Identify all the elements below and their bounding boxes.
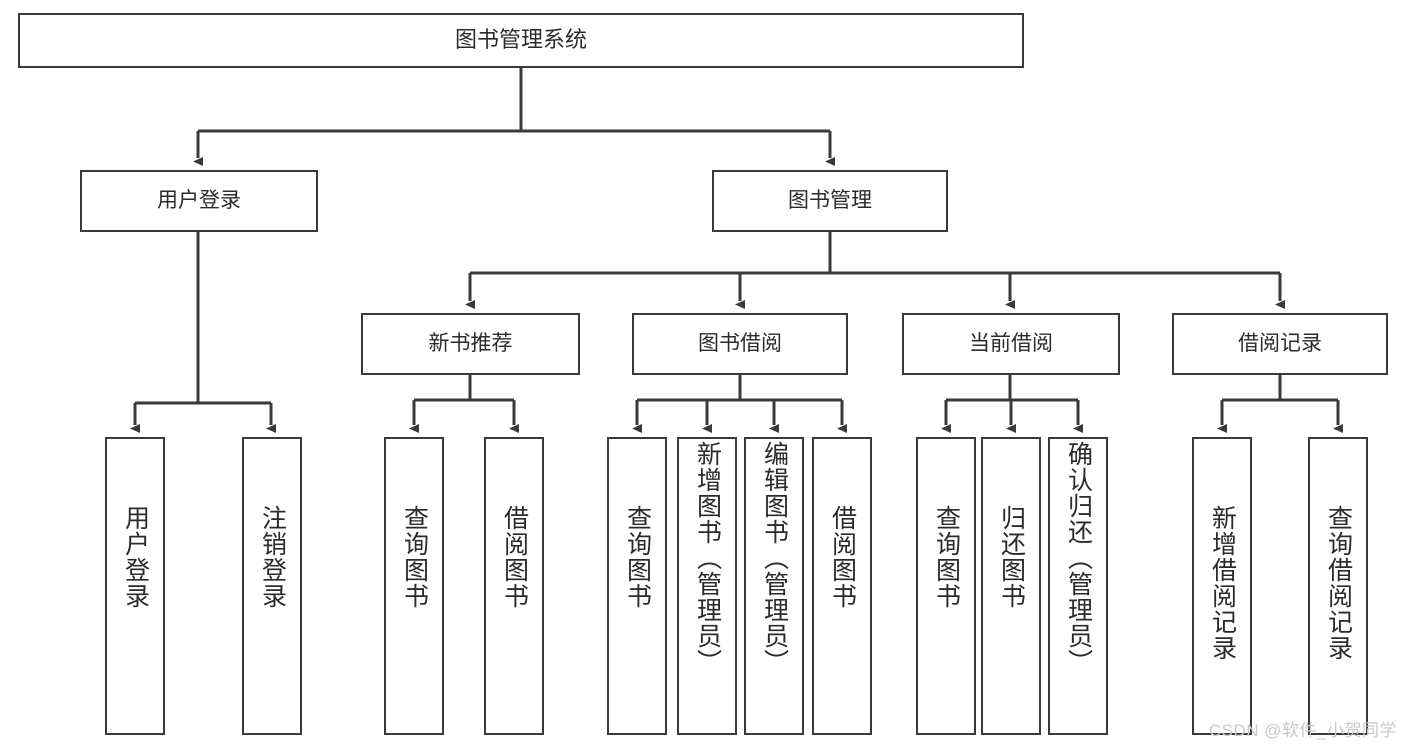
node-book-manage[interactable]: 图书管理: [712, 170, 948, 232]
node-leaf-borrow-book-label: 借阅图书: [828, 505, 857, 609]
node-leaf-add-book-label: 新增图书（管理员）: [693, 441, 722, 675]
node-root-system-label: 图书管理系统: [454, 27, 587, 53]
node-leaf-borrow-book-recommend-label: 借阅图书: [500, 505, 529, 609]
node-leaf-return-book[interactable]: 归还图书: [981, 437, 1041, 735]
node-book-manage-label: 图书管理: [788, 189, 872, 213]
node-leaf-confirm-return[interactable]: 确认归还（管理员）: [1048, 437, 1108, 735]
node-leaf-query-book-current-label: 查询图书: [932, 505, 961, 609]
node-leaf-edit-book-label: 编辑图书（管理员）: [760, 441, 789, 675]
node-user-login-label: 用户登录: [157, 189, 241, 213]
node-current-borrow-label: 当前借阅: [969, 332, 1053, 356]
node-user-login[interactable]: 用户登录: [80, 170, 318, 232]
node-leaf-return-book-label: 归还图书: [997, 505, 1026, 609]
node-borrow-record-label: 借阅记录: [1238, 332, 1322, 356]
node-leaf-borrow-book-recommend[interactable]: 借阅图书: [484, 437, 544, 735]
node-book-borrow-label: 图书借阅: [698, 332, 782, 356]
node-root-system[interactable]: 图书管理系统: [18, 13, 1024, 68]
node-leaf-add-book[interactable]: 新增图书（管理员）: [677, 437, 737, 735]
node-current-borrow[interactable]: 当前借阅: [902, 313, 1120, 375]
node-leaf-add-borrow-record[interactable]: 新增借阅记录: [1192, 437, 1252, 735]
node-leaf-logout[interactable]: 注销登录: [242, 437, 302, 735]
node-leaf-query-book-borrow[interactable]: 查询图书: [607, 437, 667, 735]
node-leaf-logout-label: 注销登录: [258, 505, 287, 609]
node-leaf-query-book-recommend-label: 查询图书: [400, 505, 429, 609]
node-leaf-query-book-recommend[interactable]: 查询图书: [384, 437, 444, 735]
node-leaf-edit-book[interactable]: 编辑图书（管理员）: [744, 437, 804, 735]
node-new-book-recommend[interactable]: 新书推荐: [361, 313, 580, 375]
node-leaf-query-book-current[interactable]: 查询图书: [916, 437, 976, 735]
node-leaf-borrow-book[interactable]: 借阅图书: [812, 437, 872, 735]
node-new-book-recommend-label: 新书推荐: [428, 332, 513, 356]
node-leaf-query-borrow-record[interactable]: 查询借阅记录: [1308, 437, 1368, 735]
node-leaf-user-login[interactable]: 用户登录: [105, 437, 165, 735]
node-book-borrow[interactable]: 图书借阅: [632, 313, 848, 375]
node-borrow-record[interactable]: 借阅记录: [1172, 313, 1388, 375]
node-leaf-confirm-return-label: 确认归还（管理员）: [1064, 441, 1093, 675]
node-leaf-query-borrow-record-label: 查询借阅记录: [1324, 505, 1353, 661]
node-leaf-user-login-label: 用户登录: [121, 505, 150, 609]
node-leaf-query-book-borrow-label: 查询图书: [623, 505, 652, 609]
node-leaf-add-borrow-record-label: 新增借阅记录: [1208, 505, 1237, 661]
